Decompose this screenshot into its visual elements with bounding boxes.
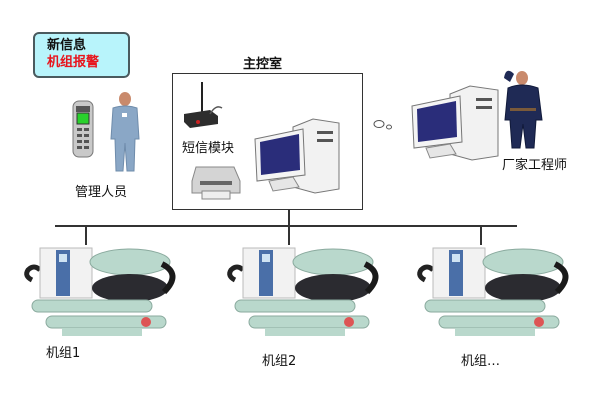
control-room-computer-icon bbox=[253, 117, 343, 203]
chiller-unit-1 bbox=[22, 240, 187, 344]
printer-icon bbox=[190, 165, 242, 205]
chiller-unit-2 bbox=[225, 240, 390, 344]
unit-bus-line bbox=[55, 225, 517, 227]
sms-modem-icon bbox=[182, 80, 224, 134]
engineer-label: 厂家工程师 bbox=[502, 158, 568, 173]
alert-message-box: 新信息 机组报警 bbox=[33, 32, 130, 78]
thought-bubble-icon bbox=[372, 117, 394, 136]
unit-1-label: 机组1 bbox=[46, 346, 81, 361]
engineer-computer-icon bbox=[410, 84, 502, 170]
unit2-drop-line bbox=[288, 225, 290, 245]
control-room-box bbox=[172, 73, 363, 210]
engineer-person-icon bbox=[500, 68, 548, 154]
unit-3-label: 机组… bbox=[461, 354, 501, 369]
control-room-title: 主控室 bbox=[243, 57, 283, 72]
alert-text: 机组报警 bbox=[47, 55, 100, 70]
manager-person-icon bbox=[108, 91, 142, 177]
unit1-drop-line bbox=[85, 225, 87, 245]
chiller-unit-3 bbox=[415, 240, 580, 344]
mobile-phone-icon bbox=[72, 100, 94, 162]
manager-label: 管理人员 bbox=[75, 185, 128, 200]
unit-2-label: 机组2 bbox=[262, 354, 297, 369]
sms-module-label: 短信模块 bbox=[182, 141, 235, 156]
alert-title: 新信息 bbox=[47, 38, 87, 53]
unit3-drop-line bbox=[480, 225, 482, 245]
control-room-connector bbox=[288, 210, 290, 225]
